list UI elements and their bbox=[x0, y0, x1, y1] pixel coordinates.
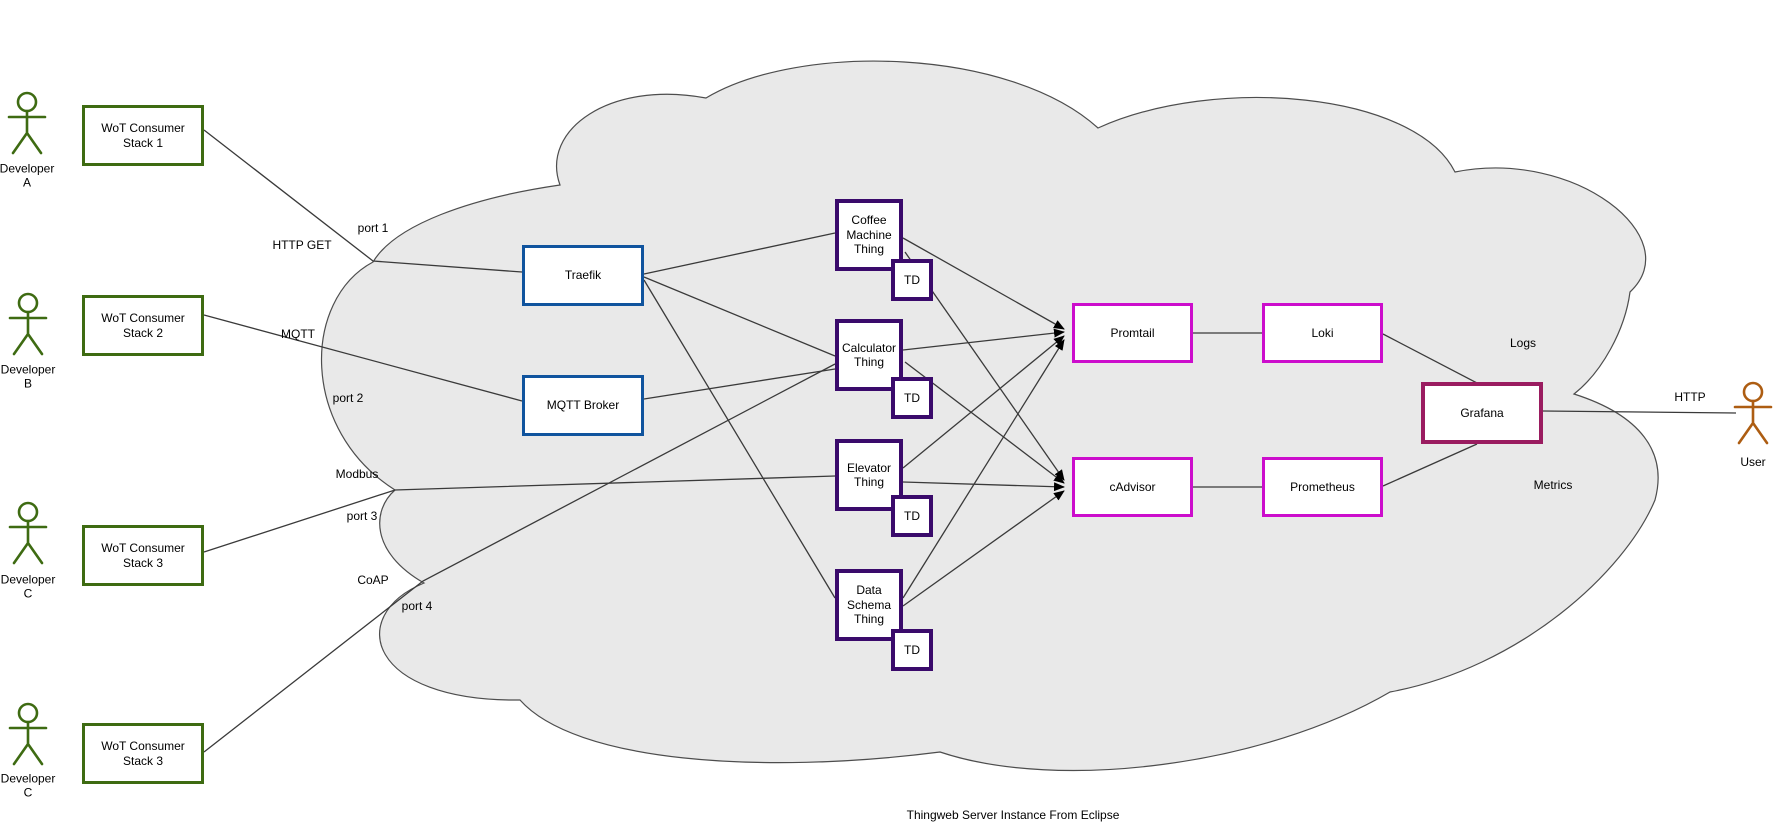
developer-b-label: Developer B bbox=[0, 362, 56, 391]
edge-elevator-promtail bbox=[902, 335, 1065, 469]
edge-stack2-mqtt-broker bbox=[203, 314, 523, 402]
promtail-node: Promtail bbox=[1072, 303, 1193, 363]
cloud-shape bbox=[321, 60, 1659, 772]
developer-a-label: Developer A bbox=[0, 161, 55, 190]
wot-consumer-stack-1: WoT Consumer Stack 1 bbox=[82, 105, 204, 166]
user-figure bbox=[1733, 381, 1773, 445]
coap-edge-label: CoAP bbox=[357, 572, 389, 587]
edge-loki-grafana bbox=[1382, 333, 1478, 384]
loki-node: Loki bbox=[1262, 303, 1383, 363]
user-label: User bbox=[1740, 454, 1766, 469]
edge-dataschema-promtail bbox=[902, 339, 1065, 599]
developer-c1-figure bbox=[8, 501, 48, 565]
elevator-td-badge: TD bbox=[891, 495, 933, 537]
prometheus-node: Prometheus bbox=[1262, 457, 1383, 517]
developer-c2-figure bbox=[8, 702, 48, 766]
edge-coffee-promtail bbox=[902, 237, 1065, 330]
developer-b-figure bbox=[8, 292, 48, 356]
edge-prometheus-grafana bbox=[1382, 443, 1478, 487]
developer-a-figure bbox=[7, 91, 47, 155]
edge-grafana-user bbox=[1542, 410, 1737, 414]
port-4-edge-label: port 4 bbox=[401, 598, 433, 613]
edge-stack4-calculator bbox=[203, 363, 836, 753]
edge-traefik-coffee bbox=[643, 232, 836, 275]
edge-stack3-elevator bbox=[203, 475, 836, 553]
data-schema-thing-node: Data Schema Thing bbox=[835, 569, 903, 641]
grafana-node: Grafana bbox=[1421, 382, 1543, 444]
metrics-edge-label: Metrics bbox=[1533, 477, 1573, 492]
edge-stack1-traefik bbox=[203, 129, 523, 273]
data-schema-td-badge: TD bbox=[891, 629, 933, 671]
edge-dataschema-cadvisor bbox=[902, 490, 1065, 607]
wot-consumer-stack-4: WoT Consumer Stack 3 bbox=[82, 723, 204, 784]
coffee-machine-td-badge: TD bbox=[891, 259, 933, 301]
cadvisor-node: cAdvisor bbox=[1072, 457, 1193, 517]
developer-c2-label: Developer C bbox=[0, 771, 56, 800]
edge-traefik-calculator bbox=[643, 276, 836, 357]
developer-c1-label: Developer C bbox=[0, 572, 56, 601]
edge-elevator-cadvisor bbox=[902, 481, 1065, 492]
http-get-edge-label: HTTP GET bbox=[272, 237, 332, 252]
port-1-edge-label: port 1 bbox=[357, 220, 389, 235]
edge-traefik-dataschema bbox=[643, 279, 836, 599]
mqtt-broker-node: MQTT Broker bbox=[522, 375, 644, 436]
wot-consumer-stack-3: WoT Consumer Stack 3 bbox=[82, 525, 204, 586]
edge-mqttbroker-calculator bbox=[643, 368, 836, 400]
mqtt-edge-label: MQTT bbox=[281, 326, 315, 341]
traefik-node: Traefik bbox=[522, 245, 644, 306]
logs-edge-label: Logs bbox=[1509, 335, 1537, 350]
http-edge-label: HTTP bbox=[1674, 389, 1706, 404]
diagram-caption: Thingweb Server Instance From Eclipse bbox=[906, 807, 1120, 822]
wot-consumer-stack-2: WoT Consumer Stack 2 bbox=[82, 295, 204, 356]
port-3-edge-label: port 3 bbox=[346, 508, 378, 523]
edge-calculator-promtail bbox=[902, 328, 1065, 351]
port-2-edge-label: port 2 bbox=[332, 390, 364, 405]
calculator-td-badge: TD bbox=[891, 377, 933, 419]
modbus-edge-label: Modbus bbox=[335, 466, 379, 481]
